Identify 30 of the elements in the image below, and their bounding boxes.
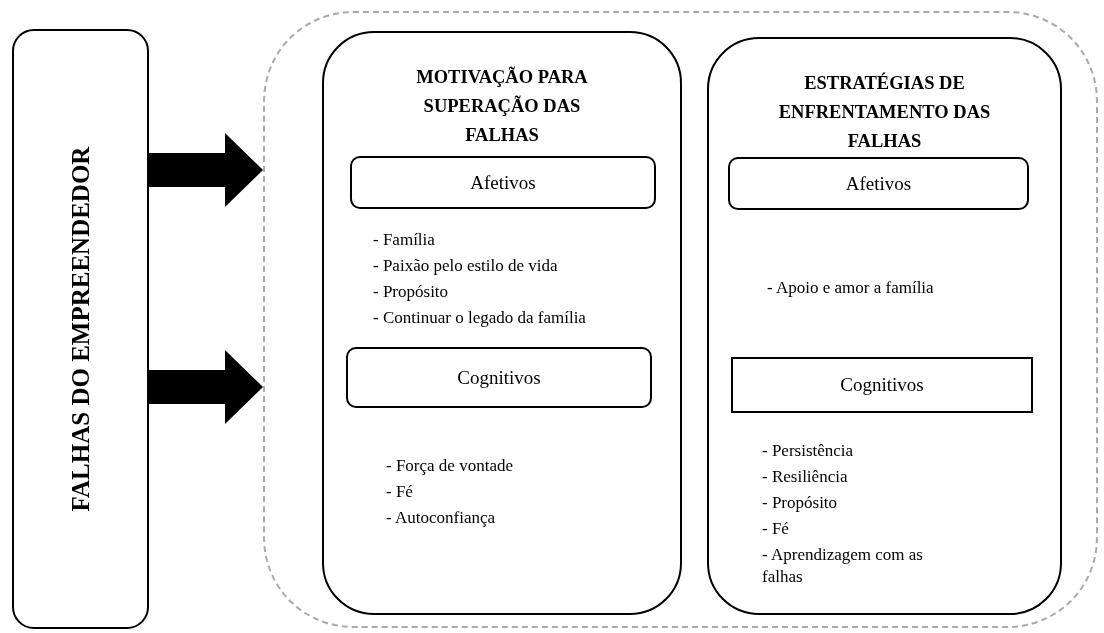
list-item: - Família <box>373 229 435 251</box>
title-box <box>12 29 149 629</box>
category-label: Afetivos <box>845 172 912 195</box>
card-heading: MOTIVAÇÃO PARA SUPERAÇÃO DAS FALHAS <box>415 65 589 147</box>
card-heading: ESTRATÉGIAS DE ENFRENTAMENTO DAS FALHAS <box>777 71 992 153</box>
list-item: - Persistência <box>762 440 854 462</box>
rounded-card <box>322 31 682 615</box>
rounded-card <box>707 37 1062 615</box>
list-item: - Resiliência <box>762 466 848 488</box>
category-box <box>346 347 652 408</box>
list-item: - Propósito <box>762 492 838 514</box>
list-item: - Fé <box>386 481 413 503</box>
block-arrow <box>149 350 263 424</box>
list-item: - Autoconfiança <box>386 507 496 529</box>
category-label: Cognitivos <box>457 366 541 389</box>
category-label: Afetivos <box>470 171 536 194</box>
list-item: - Apoio e amor a família <box>767 277 934 299</box>
category-box <box>350 156 656 209</box>
category-box <box>728 157 1029 210</box>
list-item: - Aprendizagem com as falhas <box>762 544 924 588</box>
dashed-container <box>263 11 1098 628</box>
list-item: - Propósito <box>373 281 449 303</box>
category-label: Cognitivos <box>840 374 924 396</box>
category-box <box>731 357 1033 413</box>
list-item: - Fé <box>762 518 789 540</box>
list-item: - Continuar o legado da família <box>373 307 586 329</box>
list-item: - Paixão pelo estilo de vida <box>373 255 558 277</box>
block-arrow <box>149 133 263 207</box>
vertical-title: FALHAS DO EMPREENDEDOR <box>66 146 95 512</box>
list-item: - Força de vontade <box>386 455 513 477</box>
